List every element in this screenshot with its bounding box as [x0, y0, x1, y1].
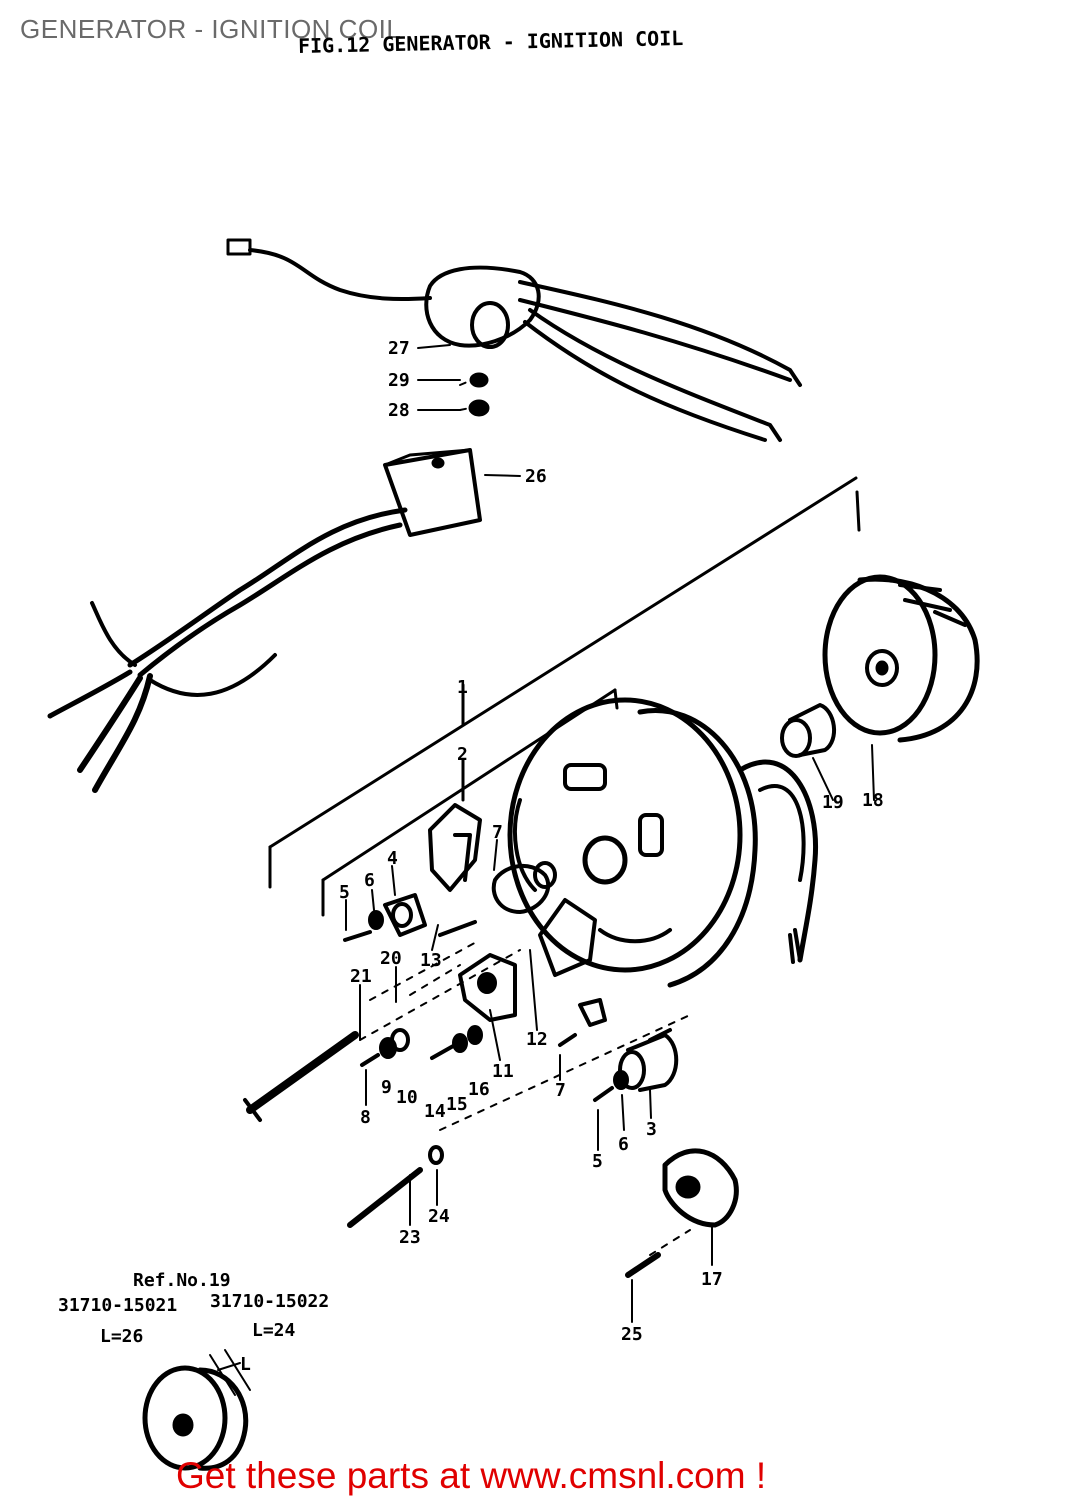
callout-3: 3: [646, 1119, 657, 1140]
assembly-bracket-lines: [268, 476, 861, 917]
part-number-b: 31710-15022: [210, 1291, 330, 1312]
callout-11: 11: [492, 1061, 514, 1082]
callout-28: 28: [388, 400, 410, 421]
contact-breaker-drawings: [383, 803, 597, 1022]
footer-link-text[interactable]: Get these parts at www.cmsnl.com !: [176, 1455, 767, 1496]
cover-drawing: [662, 1148, 739, 1228]
callout-10: 10: [396, 1087, 418, 1108]
callout-7-lower: 7: [555, 1080, 566, 1101]
callout-6-lower: 6: [618, 1134, 629, 1155]
callout-21: 21: [350, 966, 372, 987]
length-a: L=26: [100, 1326, 144, 1347]
callout-19: 19: [822, 792, 844, 813]
callout-1: 1: [457, 677, 468, 698]
callout-8: 8: [360, 1107, 371, 1128]
callout-20: 20: [380, 948, 402, 969]
callout-16: 16: [468, 1079, 490, 1100]
callout-6-upper: 6: [364, 870, 375, 891]
callout-2: 2: [457, 744, 468, 765]
stator-plate-drawing: [507, 697, 819, 988]
assembly-dashed-lines: [359, 379, 691, 1256]
callout-23: 23: [399, 1227, 421, 1248]
screw-drawings: [243, 910, 661, 1278]
callout-leaders: [345, 344, 875, 1323]
callout-25: 25: [621, 1324, 643, 1345]
callout-labels: 27 29 28 26 1 2 19 18 7 4 6 5 13 20 21 1…: [240, 338, 884, 1375]
reference-rotor-drawing: [142, 1349, 251, 1471]
callout-18: 18: [862, 790, 884, 811]
callout-24: 24: [428, 1206, 450, 1227]
callout-5-lower: 5: [592, 1151, 603, 1172]
callout-4: 4: [387, 848, 398, 869]
callout-29: 29: [388, 370, 410, 391]
callout-17: 17: [701, 1269, 723, 1290]
callout-13: 13: [420, 950, 442, 971]
callout-9: 9: [381, 1077, 392, 1098]
ignition-coil-drawing: [226, 238, 802, 442]
part-number-a: 31710-15021: [58, 1295, 178, 1316]
rotor-drawing: [822, 574, 980, 743]
callout-7-upper: 7: [492, 822, 503, 843]
callout-14: 14: [424, 1101, 446, 1122]
callout-12: 12: [526, 1029, 548, 1050]
page-header-title: GENERATOR - IGNITION COIL: [20, 14, 402, 44]
connector-harness-drawing: [47, 448, 482, 793]
callout-5-upper: 5: [339, 882, 350, 903]
callout-15: 15: [446, 1094, 468, 1115]
sleeve-drawing: [780, 703, 837, 758]
reference-number-label: Ref.No.19: [133, 1270, 231, 1291]
length-b: L=24: [252, 1320, 296, 1341]
callout-27: 27: [388, 338, 410, 359]
callout-26: 26: [525, 466, 547, 487]
condenser-drawing: [618, 1028, 679, 1092]
callout-L: L: [240, 1354, 251, 1375]
washer-drawings: [468, 372, 490, 417]
